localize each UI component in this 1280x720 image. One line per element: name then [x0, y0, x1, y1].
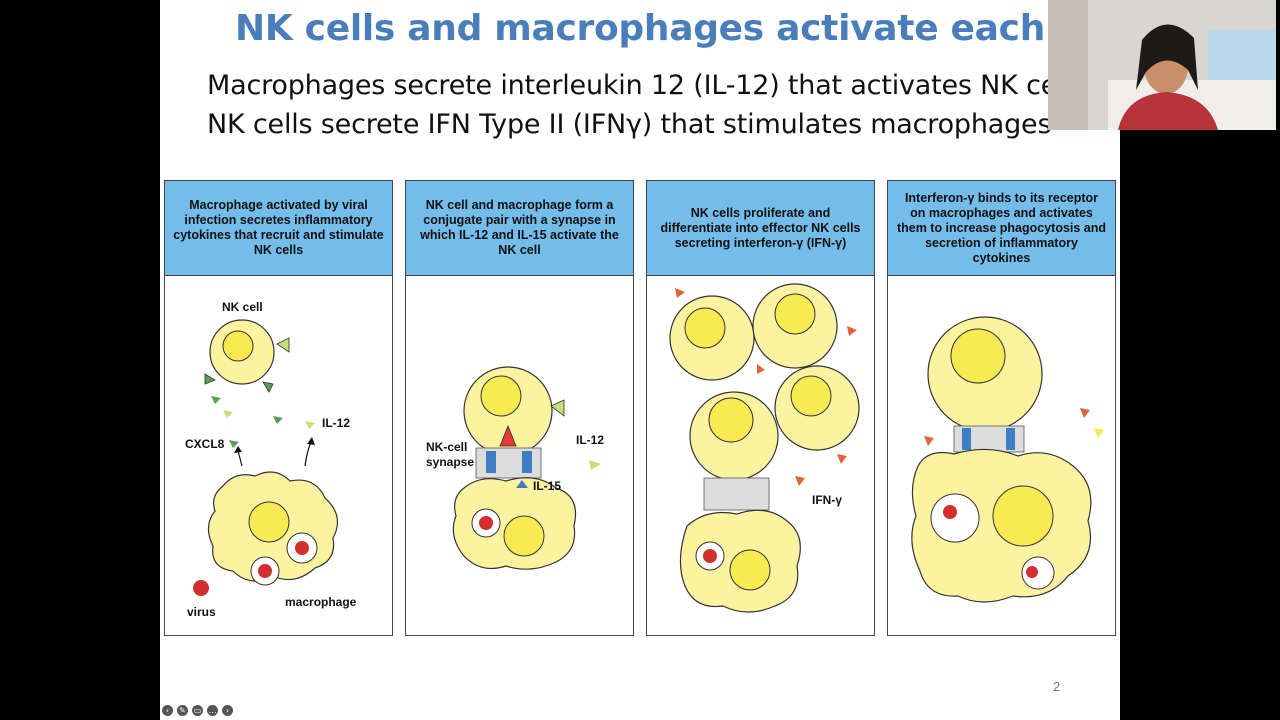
panel-4: Interferon-γ binds to its receptor on ma… [887, 180, 1116, 636]
player-controls: ‹ ✎ ▭ … › [162, 705, 233, 719]
more-icon[interactable]: … [207, 705, 218, 716]
slide-title: NK cells and macrophages activate each o… [235, 8, 1166, 49]
cxcl8-label: CXCL8 [185, 437, 225, 451]
panel-1-illustration: NK cell IL-12 CXCL8 virus mac [185, 300, 357, 619]
panel-1: Macrophage activated by viral infection … [164, 180, 393, 636]
synapse-label-2: synapse [426, 455, 474, 469]
page-number: 2 [1053, 679, 1061, 694]
subtitle-line-2: NK cells secrete IFN Type II (IFNγ) that… [207, 109, 1052, 140]
next-icon[interactable]: › [222, 705, 233, 716]
subtitle-line-1: Macrophages secrete interleukin 12 (IL-1… [207, 70, 1086, 101]
panel-2: NK cell and macrophage form a conjugate … [405, 180, 634, 636]
presenter-webcam [1048, 0, 1276, 130]
panel-3-header: NK cells proliferate and differentiate i… [647, 181, 874, 276]
panel-2-illustration: NK-cell synapse IL-12 IL-15 [426, 366, 604, 570]
panel-1-header: Macrophage activated by viral infection … [165, 181, 392, 276]
ifn-label: IFN-γ [812, 493, 842, 507]
il12-label: IL-12 [322, 416, 350, 430]
panel-4-header: Interferon-γ binds to its receptor on ma… [888, 181, 1115, 276]
subtitles-icon[interactable]: ▭ [192, 705, 203, 716]
synapse-label-1: NK-cell [426, 440, 467, 454]
slide: NK cells and macrophages activate each o… [160, 0, 1166, 720]
macrophage-label: macrophage [285, 595, 357, 609]
panel-4-illustration [911, 316, 1104, 603]
panel-2-header: NK cell and macrophage form a conjugate … [406, 181, 633, 276]
il15-label: IL-15 [533, 479, 561, 493]
pen-icon[interactable]: ✎ [177, 705, 188, 716]
nk-cell-label: NK cell [222, 300, 263, 314]
virus-label: virus [187, 605, 216, 619]
panel-3: NK cells proliferate and differentiate i… [646, 180, 875, 636]
previous-icon[interactable]: ‹ [162, 705, 173, 716]
panel-3-illustration: IFN-γ [669, 283, 860, 613]
il12-label-2: IL-12 [576, 433, 604, 447]
